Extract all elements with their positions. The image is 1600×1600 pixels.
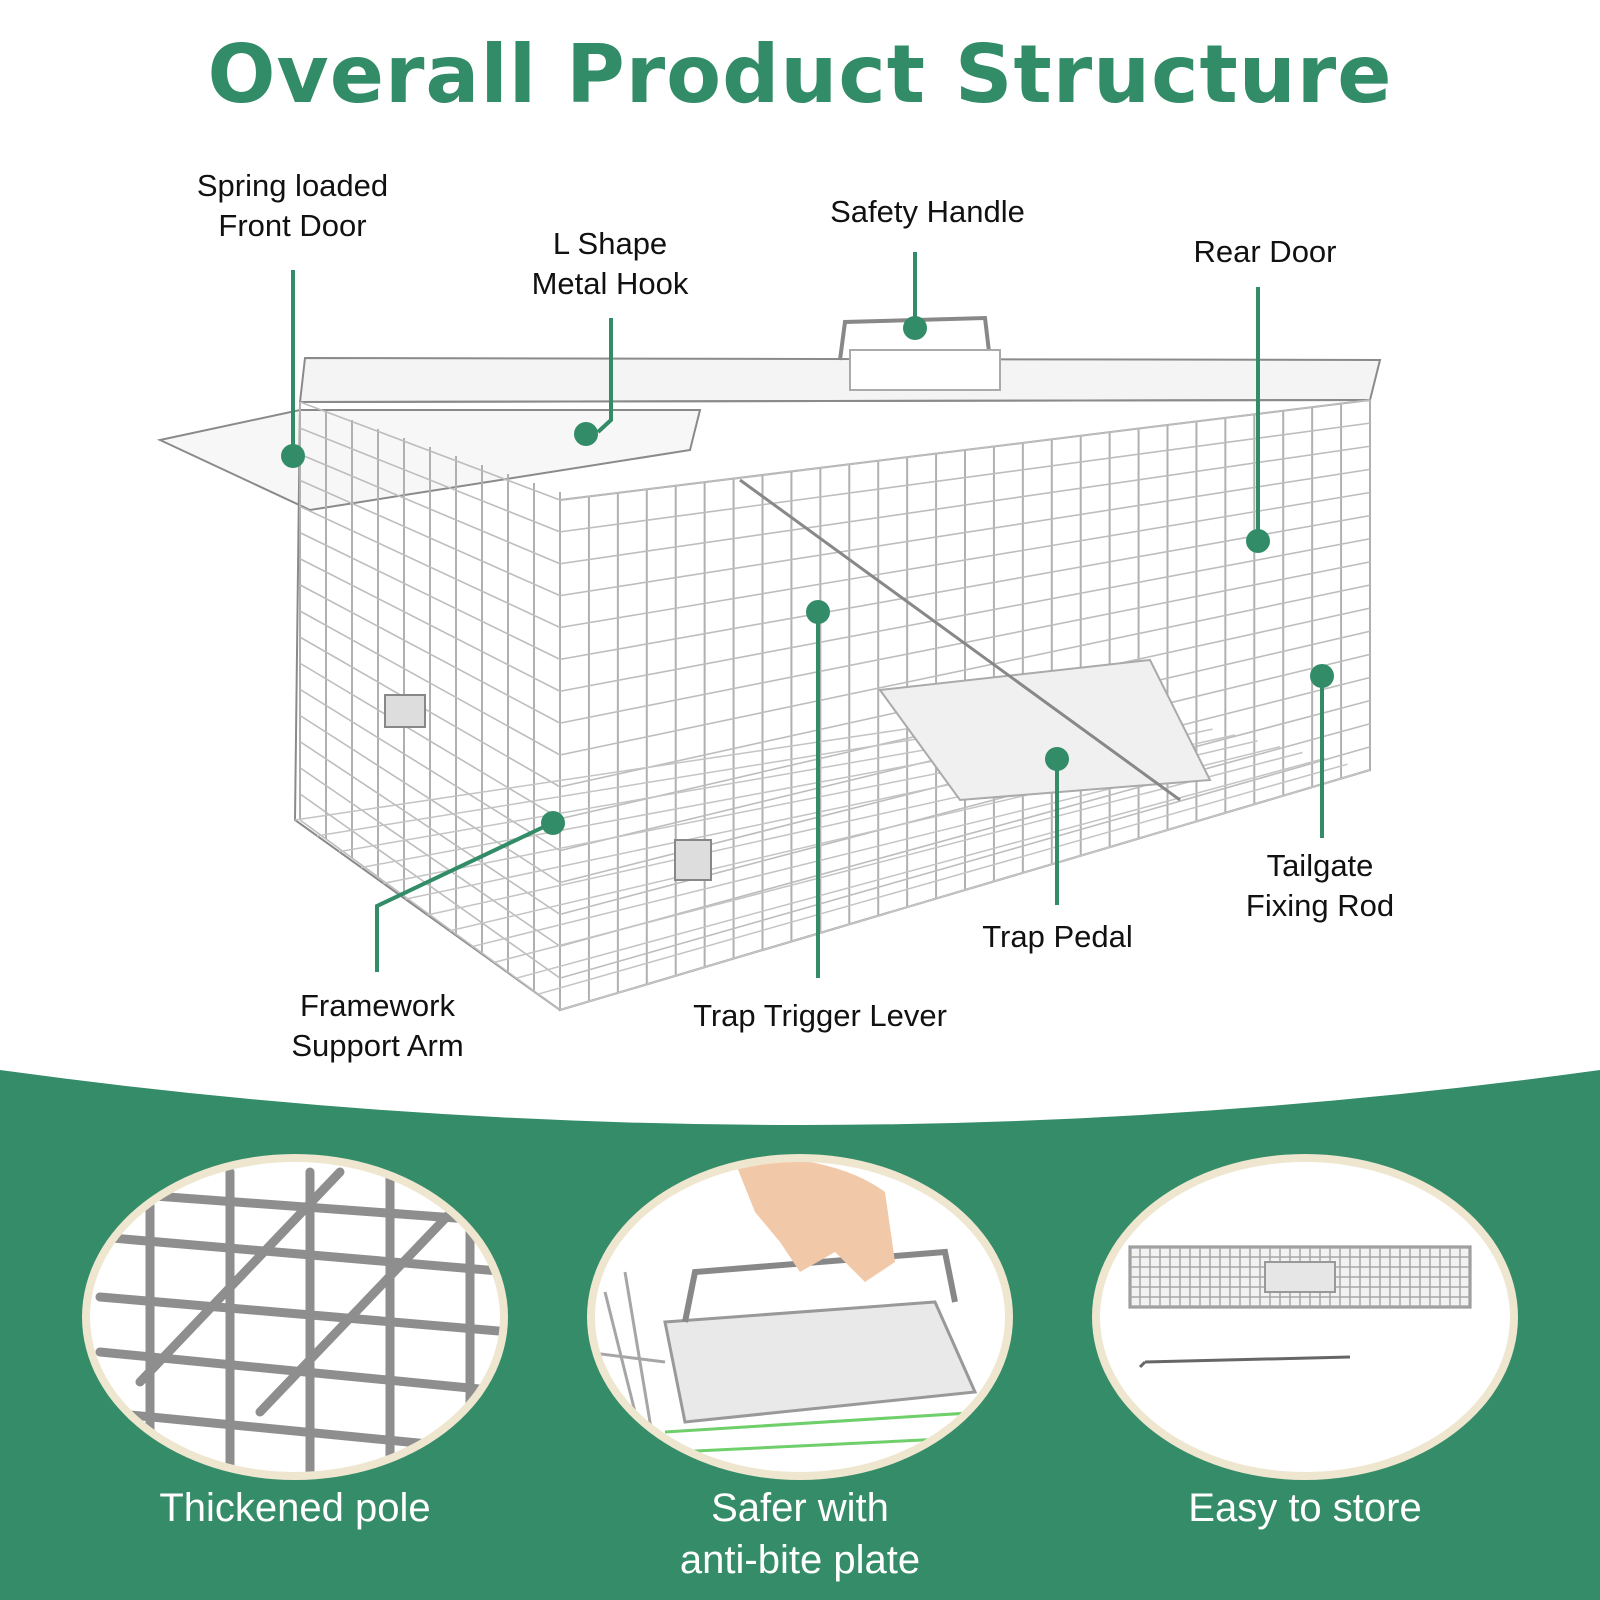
callout-trigger-lever: Trap Trigger Lever xyxy=(693,998,947,1033)
anti-bite-plate-image xyxy=(587,1154,1013,1480)
leader-lines xyxy=(281,252,1334,978)
thickened-pole-image xyxy=(82,1154,508,1480)
easy-store-image xyxy=(1092,1154,1518,1480)
callout-safety-handle: Safety Handle xyxy=(830,194,1025,229)
caption-easy-store: Easy to store xyxy=(1188,1486,1422,1530)
cage-illustration xyxy=(156,315,1382,1012)
cage-diagram xyxy=(156,252,1382,1012)
callout-trap-pedal: Trap Pedal xyxy=(982,919,1133,954)
caption-thickened-pole: Thickened pole xyxy=(159,1486,431,1530)
callout-rear-door: Rear Door xyxy=(1193,234,1337,269)
page-title: Overall Product Structure xyxy=(207,28,1393,121)
